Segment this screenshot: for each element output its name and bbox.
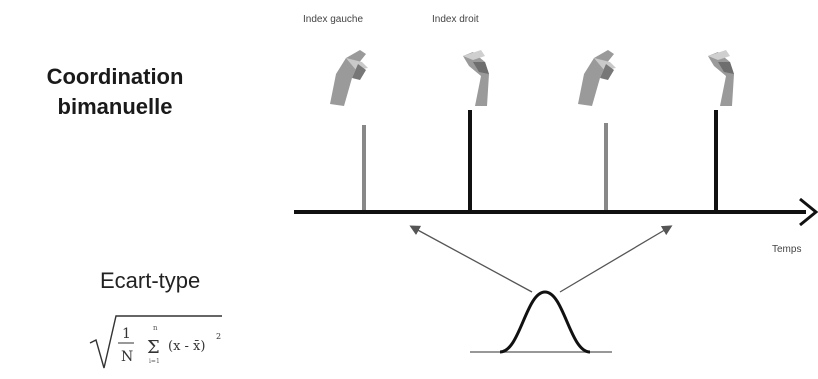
interval-arrow-left (409, 225, 533, 293)
exponent: 2 (216, 332, 221, 341)
left-hand-icon (578, 50, 616, 106)
fraction-denominator: N (121, 349, 133, 365)
std-dev-label: Ecart-type (100, 268, 201, 293)
right-hand-icon (708, 50, 734, 106)
left-index-label: Index gauche (303, 14, 364, 25)
sqrt-sign (89, 315, 222, 369)
squared-deviation-term: (x - x̄) (168, 339, 205, 354)
gaussian-curve (499, 290, 591, 354)
sum-symbol: Σ (147, 337, 160, 358)
title-line-1: Coordination (46, 64, 184, 89)
sum-upper-limit: n (153, 324, 158, 332)
left-hand-icon (330, 50, 368, 106)
right-hand-icon (463, 50, 489, 106)
title-line-2: bimanuelle (57, 94, 173, 119)
title: Coordination bimanuelle (20, 62, 210, 122)
std-dev-formula: 1 N n Σ i=1 (x - x̄) 2 (89, 315, 222, 369)
time-axis-arrowhead (799, 197, 818, 227)
right-index-label: Index droit (432, 14, 479, 25)
sum-lower-limit: i=1 (149, 358, 160, 365)
interval-arrow-right (559, 225, 673, 293)
fraction-numerator: 1 (122, 326, 131, 342)
time-axis-label: Temps (772, 244, 802, 255)
